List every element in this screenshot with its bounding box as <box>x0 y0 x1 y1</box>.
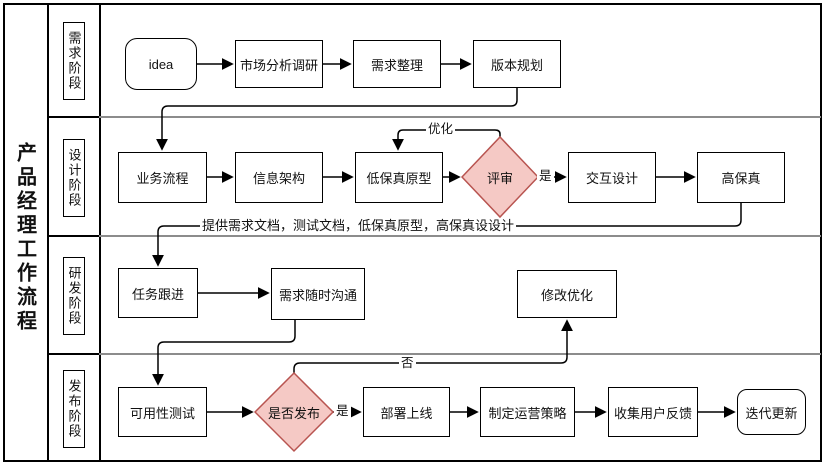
review-decision-label: 评审 <box>486 170 513 186</box>
lane-label-column-divider <box>99 3 101 462</box>
lane-label-release: 发布阶段 <box>63 370 85 448</box>
edge-label-yes-review: 是 <box>537 169 554 184</box>
flow-node-version-planning: 版本规划 <box>473 40 561 88</box>
flow-node-requirement-sorting-label: 需求整理 <box>370 57 423 73</box>
flow-node-requirement-sorting: 需求整理 <box>353 40 441 88</box>
flow-node-hifi-label: 高保真 <box>721 171 761 186</box>
flow-node-hifi: 高保真 <box>697 152 785 203</box>
diagram-title: 产品经理工作流程 <box>13 141 36 334</box>
flow-node-task-followup-label: 任务跟进 <box>131 286 184 302</box>
flow-node-business-process: 业务流程 <box>118 152 207 203</box>
flow-node-modify-optimize: 修改优化 <box>517 270 617 318</box>
lane-label-requirements: 需求阶段 <box>63 22 85 100</box>
flow-node-task-followup: 任务跟进 <box>118 268 198 318</box>
flow-node-collect-feedback: 收集用户反馈 <box>608 387 698 437</box>
diagram-outer-border <box>3 3 822 462</box>
flow-node-idea: idea <box>125 38 197 90</box>
flow-node-deploy-online: 部署上线 <box>363 387 450 437</box>
flow-node-requirement-communication-label: 需求随时沟通 <box>278 287 357 303</box>
edge-label-deliver-docs: 提供需求文档，测试文档，低保真原型，高保真设设计 <box>200 218 517 233</box>
flow-node-market-research-label: 市场分析调研 <box>239 57 318 73</box>
lane-label-design: 设计阶段 <box>63 139 85 217</box>
flow-node-interaction-design: 交互设计 <box>568 152 656 203</box>
lane-divider-2-content <box>99 235 821 237</box>
flow-node-lowfi-prototype: 低保真原型 <box>355 152 443 203</box>
flow-node-lowfi-prototype-label: 低保真原型 <box>366 171 432 186</box>
flow-node-business-process-label: 业务流程 <box>136 171 189 186</box>
lane-label-development: 研发阶段 <box>63 257 85 335</box>
flow-node-operation-strategy-label: 制定运营策略 <box>488 405 567 421</box>
flow-node-usability-test-label: 可用性测试 <box>129 405 195 421</box>
lane-divider-3-content <box>99 353 821 355</box>
flow-node-modify-optimize-label: 修改优化 <box>540 287 593 303</box>
flow-node-iterate-update-label: 迭代更新 <box>745 405 798 421</box>
lane-divider-3 <box>47 353 99 355</box>
flow-node-information-architecture-label: 信息架构 <box>252 171 305 186</box>
flow-node-information-architecture: 信息架构 <box>235 152 323 203</box>
lane-divider-1-content <box>99 116 821 118</box>
edge-label-no-release: 否 <box>399 356 416 371</box>
flow-node-collect-feedback-label: 收集用户反馈 <box>613 405 692 421</box>
flow-node-operation-strategy: 制定运营策略 <box>480 387 575 437</box>
flow-node-usability-test: 可用性测试 <box>118 387 207 437</box>
flow-node-interaction-design-label: 交互设计 <box>585 171 638 186</box>
title-column-divider <box>47 3 49 462</box>
flow-node-requirement-communication: 需求随时沟通 <box>271 268 365 320</box>
lane-divider-2 <box>47 235 99 237</box>
flow-node-iterate-update: 迭代更新 <box>737 389 806 435</box>
flow-node-market-research: 市场分析调研 <box>235 40 323 88</box>
edge-label-optimize: 优化 <box>426 122 456 137</box>
flow-node-idea-label: idea <box>148 56 174 72</box>
release-decision-label: 是否发布 <box>267 405 320 421</box>
flow-node-deploy-online-label: 部署上线 <box>380 405 433 421</box>
edge-label-yes-release: 是 <box>334 404 351 419</box>
lane-divider-1 <box>47 116 99 118</box>
flow-node-version-planning-label: 版本规划 <box>490 57 543 73</box>
